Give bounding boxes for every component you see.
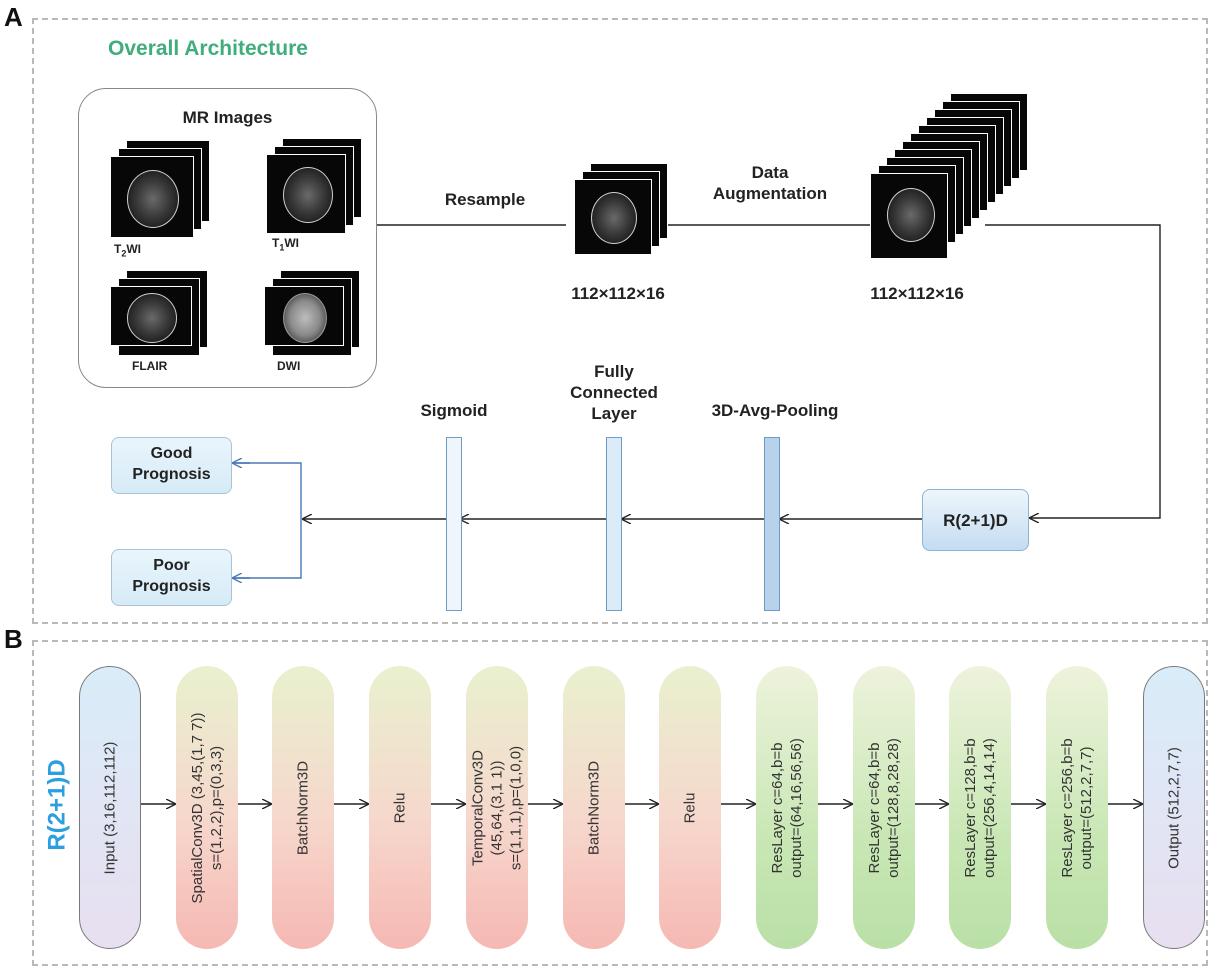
- layer-pill-label: SpatialConv3D (3,45,(1,7 7))s=(1,2,2),p=…: [188, 712, 226, 903]
- layer-pill-6: Relu: [659, 666, 721, 949]
- layer-pill-label: BatchNorm3D: [585, 760, 604, 854]
- layer-pill-3: Relu: [369, 666, 431, 949]
- layer-pill-line: ResLayer c=128,b=b: [962, 737, 979, 878]
- poor-prognosis-box: Poor Prognosis: [111, 549, 232, 606]
- layer-pill-line: output=(128,8,28,28): [885, 737, 902, 878]
- r21d-box: R(2+1)D: [922, 489, 1029, 551]
- resampled-image: [574, 179, 652, 255]
- panel-a-frame: [32, 18, 1208, 624]
- layer-pill-label: Input (3,16,112,112): [101, 741, 120, 874]
- split-bracket: [232, 462, 302, 579]
- layer-pill-2: BatchNorm3D: [272, 666, 334, 949]
- layer-pill-label: Relu: [681, 792, 700, 823]
- fc-layer-bar: [606, 437, 622, 611]
- layer-pill-11: Output (512,2,7,7): [1143, 666, 1205, 949]
- layer-pill-0: Input (3,16,112,112): [79, 666, 141, 949]
- layer-pill-line: output=(64,16,56,56): [788, 737, 805, 878]
- t1wi-image: [266, 154, 346, 234]
- layer-pill-line: TemporalConv3D: [469, 749, 487, 866]
- flair-label: FLAIR: [132, 359, 168, 373]
- layer-pill-line: Output (512,2,7,7): [1165, 746, 1183, 869]
- layer-pill-line: Relu: [391, 792, 409, 823]
- layer-pill-line: SpatialConv3D (3,45,(1,7 7)): [189, 712, 206, 903]
- layer-pill-line: (45,64,(3,1 1)): [488, 759, 506, 856]
- overall-architecture-title: Overall Architecture: [108, 37, 308, 60]
- arrow-to-r21d: [985, 224, 1161, 518]
- good-prognosis-box: Good Prognosis: [111, 437, 232, 494]
- layer-pill-line: output=(512,2,7,7): [1078, 745, 1095, 870]
- panel-letter-a: A: [4, 2, 23, 32]
- resample-label: Resample: [444, 190, 526, 209]
- flair-image: [110, 286, 192, 346]
- layer-pill-label: TemporalConv3D(45,64,(3,1 1))s=(1,1,1),p…: [469, 745, 526, 869]
- layer-pill-label: Output (512,2,7,7): [1165, 747, 1184, 869]
- mr-images-title: MR Images: [182, 108, 273, 127]
- layer-pill-line: BatchNorm3D: [294, 760, 312, 855]
- layer-pill-line: s=(1,1,1),p=(1,0,0): [507, 745, 525, 870]
- layer-pill-line: BatchNorm3D: [585, 760, 603, 855]
- pooling-label: 3D-Avg-Pooling: [711, 401, 839, 420]
- layer-pill-line: output=(256,4,14,14): [981, 737, 998, 878]
- layer-pill-line: ResLayer c=64,b=b: [866, 742, 883, 873]
- layer-pill-4: TemporalConv3D(45,64,(3,1 1))s=(1,1,1),p…: [466, 666, 528, 949]
- resampled-dims: 112×112×16: [571, 284, 665, 303]
- augmented-dims: 112×112×16: [870, 284, 964, 303]
- layer-pill-line: Relu: [681, 792, 699, 823]
- layer-pill-label: BatchNorm3D: [294, 760, 313, 854]
- dwi-image: [264, 286, 344, 346]
- pooling-layer-bar: [764, 437, 780, 611]
- layer-pill-line: Input (3,16,112,112): [101, 741, 119, 874]
- t1wi-label: T1WI: [272, 236, 300, 253]
- layer-pill-line: ResLayer c=256,b=b: [1059, 737, 1076, 878]
- t2wi-image: [110, 156, 194, 238]
- panel-b-frame: [32, 640, 1208, 966]
- layer-pill-1: SpatialConv3D (3,45,(1,7 7))s=(1,2,2),p=…: [176, 666, 238, 949]
- layer-pill-line: ResLayer c=64,b=b: [769, 742, 786, 873]
- sigmoid-label: Sigmoid: [420, 401, 488, 420]
- fc-label: Fully Connected Layer: [570, 362, 658, 423]
- layer-pill-label: Relu: [391, 792, 410, 823]
- augmentation-label: Data Augmentation: [712, 163, 828, 203]
- layer-pill-line: s=(1,2,2),p=(0,3,3): [208, 745, 225, 870]
- panel-letter-b: B: [4, 624, 23, 654]
- dwi-label: DWI: [277, 359, 301, 373]
- augmented-image: [870, 173, 948, 259]
- sigmoid-layer-bar: [446, 437, 462, 611]
- layer-pill-5: BatchNorm3D: [563, 666, 625, 949]
- t2wi-label: T2WI: [114, 242, 142, 259]
